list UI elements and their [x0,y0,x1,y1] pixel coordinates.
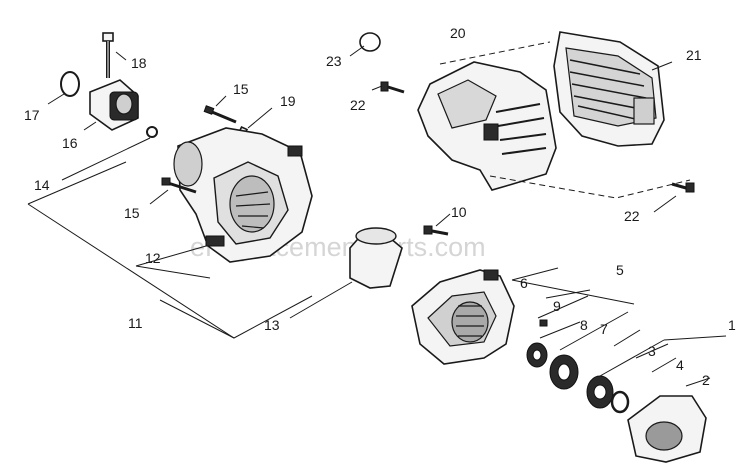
callout-7: 7 [600,321,608,337]
part-22-screw-lower [671,182,695,193]
part-18-screw [102,32,114,78]
callout-3: 3 [648,343,656,359]
callout-21: 21 [686,47,702,63]
callout-15-lower: 15 [124,205,140,221]
part-20-engine-cover [417,61,557,191]
callout-22-lower: 22 [624,208,640,224]
guide-dash-lower [489,175,691,199]
part-1-end-housing [627,395,707,463]
callout-10: 10 [451,204,467,220]
part-9-pin [539,319,548,327]
part-15-bolt-upper [203,105,237,124]
callout-11: 11 [128,315,143,331]
callout-16: 16 [62,135,78,151]
part-21-muffler-shroud [553,31,665,147]
part-bearing [549,354,579,390]
callout-5: 5 [616,262,624,278]
part-13-sleeve [349,227,403,289]
callout-8: 8 [580,317,588,333]
part-22-screw-upper [380,81,405,94]
part-4-bearing [586,375,614,409]
callout-13: 13 [264,317,280,333]
part-washer [610,390,630,414]
callout-14: 14 [34,177,50,193]
callout-15-upper: 15 [233,81,249,97]
part-23-o-ring [359,32,381,52]
part-crankcase [411,269,515,365]
part-12-fan-housing [173,127,313,263]
callout-17: 17 [24,107,40,123]
callout-1: 1 [728,317,736,333]
callout-6: 6 [520,275,528,291]
callout-23: 23 [326,53,342,69]
part-16-clutch-drum [89,79,139,131]
part-7-oil-seal [526,342,548,368]
guide-dash-upper [439,41,551,65]
callout-18: 18 [131,55,147,71]
part-14-washer [146,126,158,138]
callout-20: 20 [450,25,466,41]
callout-2: 2 [702,372,710,388]
part-15-bolt-lower [161,177,197,194]
callout-labels: 1 2 3 4 5 6 7 8 9 10 11 12 13 14 15 15 1… [24,25,736,388]
part-17-clip-ring [60,71,80,97]
callout-9: 9 [553,298,561,314]
leader-lines [27,45,727,387]
part-10-screw [423,225,449,236]
callout-19: 19 [280,93,296,109]
callout-22-upper: 22 [350,97,366,113]
callout-4: 4 [676,357,684,373]
callout-12: 12 [145,250,161,266]
